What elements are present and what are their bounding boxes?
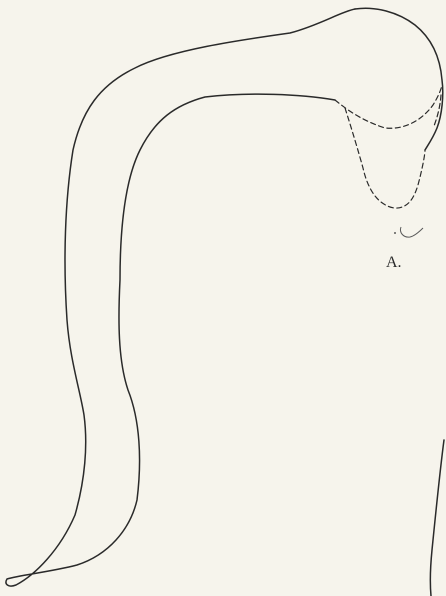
outer-outline: [6, 9, 355, 586]
dot-mark: [394, 232, 396, 234]
dashed-boundary-upper: [335, 85, 442, 128]
cap-outline: [355, 8, 443, 150]
dashed-boundary-right: [434, 95, 441, 126]
right-edge-stroke: [430, 440, 444, 596]
small-mark: [400, 227, 423, 237]
figure-label: A.: [386, 255, 402, 271]
